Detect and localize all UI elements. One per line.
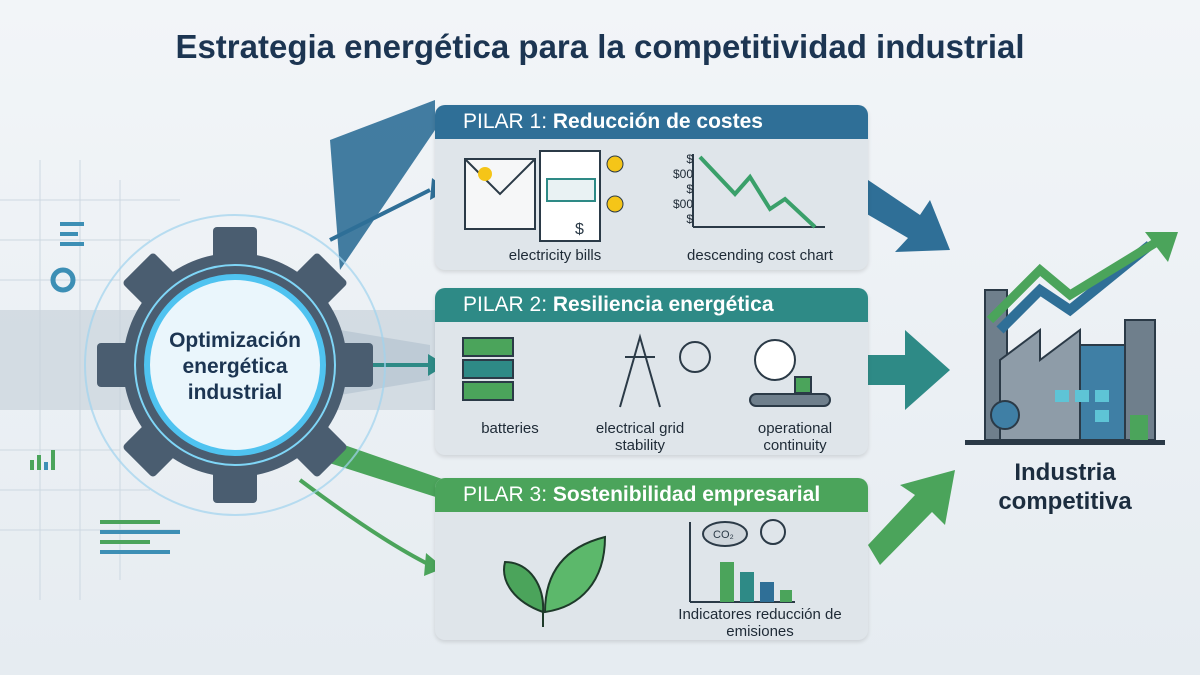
emissions-indicators-label: Indicatores reducción de emisiones xyxy=(678,606,842,640)
outcome-label: Industria competitiva xyxy=(998,459,1132,515)
pillar-1-header: PILAR 1: Reducción de costes xyxy=(435,105,868,139)
sustainability-icons: CO₂ xyxy=(503,519,795,627)
donut-chart-icon xyxy=(50,267,76,293)
cost-chart-ticks: $$00$$00$ xyxy=(672,152,693,226)
data-bars-decoration xyxy=(30,222,180,554)
page-title: Estrategia energética para la competitiv… xyxy=(175,28,1025,65)
co2-label: CO₂ xyxy=(713,529,734,541)
resilience-icons xyxy=(462,333,831,408)
arrow-pillar2-to-outcome xyxy=(868,330,950,410)
pillar-2-header: PILAR 2: Resiliencia energética xyxy=(435,288,868,322)
pillar-3-panel: PILAR 3: Sostenibilidad empresarial CO₂ … xyxy=(435,478,868,640)
center-label: Optimización energética industrial xyxy=(169,329,301,404)
operational-continuity-label: operational continuity xyxy=(757,420,833,454)
grid-stability-label: electrical grid stability xyxy=(595,420,685,454)
gear-icon xyxy=(84,214,386,516)
power-tower-icon xyxy=(619,333,711,408)
batteries-icon xyxy=(462,337,514,401)
electricity-bills-icon: $ xyxy=(464,150,825,242)
arrow-pillar1-to-outcome xyxy=(860,180,950,252)
pillar-3-header: PILAR 3: Sostenibilidad empresarial xyxy=(435,478,868,512)
arrow-to-pillar3 xyxy=(320,440,445,500)
leaf-icon xyxy=(503,535,607,627)
svg-text:$: $ xyxy=(575,221,584,238)
cost-chart-label: descending cost chart xyxy=(687,247,833,264)
factory-icon xyxy=(965,232,1178,445)
pillar-1-panel: PILAR 1: Reducción de costes $ $$00$$00$… xyxy=(435,105,868,270)
emissions-chart-icon xyxy=(689,519,795,603)
pillar-2-panel: PILAR 2: Resiliencia energética batterie… xyxy=(435,288,868,455)
arrow-pillar3-to-outcome xyxy=(868,470,955,565)
clock-conveyor-icon xyxy=(749,339,831,407)
batteries-label: batteries xyxy=(481,420,539,437)
electricity-bills-label: electricity bills xyxy=(508,247,602,264)
